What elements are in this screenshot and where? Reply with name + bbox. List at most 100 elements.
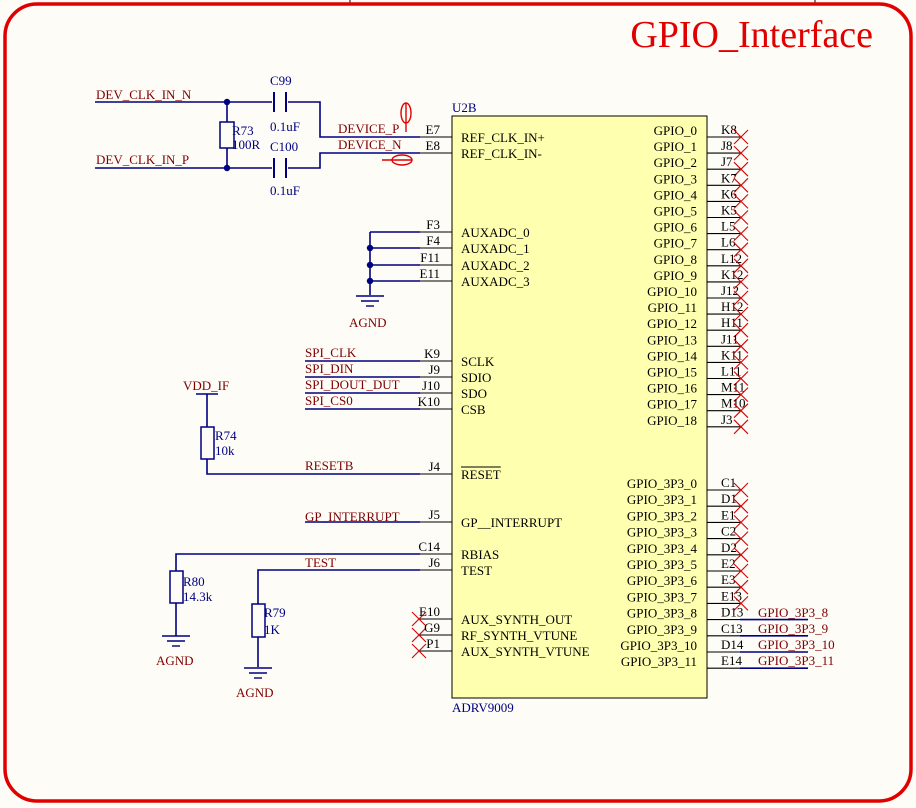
pin-name-ref-clk-in-: REF_CLK_IN+ — [461, 130, 545, 145]
no-connect-icon — [733, 177, 749, 193]
no-connect-icon — [733, 498, 749, 514]
pin-name-gpio-7: GPIO_7 — [654, 236, 698, 251]
no-connect-icon — [411, 627, 427, 643]
pin-name-gpio-3p3-5: GPIO_3P3_5 — [627, 557, 697, 572]
c100-value: 0.1uF — [270, 183, 300, 198]
rbias-test-network — [162, 553, 420, 679]
pin-name-aux-synth-vtune: AUX_SYNTH_VTUNE — [461, 644, 590, 659]
pin-name-gpio-12: GPIO_12 — [647, 316, 697, 331]
pin-name-gpio-3p3-6: GPIO_3P3_6 — [627, 573, 698, 588]
pin-number-c2: C2 — [721, 524, 736, 539]
no-connect-icon — [733, 355, 749, 370]
no-connect-icon — [733, 226, 749, 241]
pin-name-gpio-15: GPIO_15 — [647, 365, 697, 380]
pin-name-gpio-3p3-4: GPIO_3P3_4 — [627, 541, 698, 556]
net-label-gp-interrupt: GP_INTERRUPT — [305, 509, 400, 524]
c99-value: 0.1uF — [270, 119, 300, 134]
capacitor-c100 — [273, 158, 287, 178]
no-connect-icon — [733, 274, 749, 290]
clock-input-network — [95, 92, 420, 178]
net-label-spi-dout: SPI_DOUT_DUT — [305, 377, 400, 392]
ground-icon — [244, 667, 272, 679]
no-connect-icon — [733, 242, 749, 258]
pin-name-csb: CSB — [461, 402, 486, 417]
r80-ref: R80 — [183, 574, 205, 589]
pin-number-h11: H11 — [721, 315, 743, 330]
agnd-label: AGND — [236, 685, 274, 700]
pin-name-gpio-6: GPIO_6 — [654, 220, 698, 235]
pin-number-p1: P1 — [426, 636, 440, 651]
no-connect-icon — [733, 419, 749, 435]
no-connect-icon — [733, 290, 749, 306]
pin-name-sdio: SDIO — [461, 370, 491, 385]
net-label-gpio-3p3-10: GPIO_3P3_10 — [758, 637, 835, 652]
c99-ref: C99 — [270, 73, 292, 88]
no-connect-icon — [733, 322, 749, 338]
net-label-spi-clk: SPI_CLK — [305, 345, 357, 360]
pin-name-reset: RESET — [461, 467, 501, 482]
pin-number-e14: E14 — [721, 653, 742, 668]
no-connect-icon — [733, 596, 749, 611]
pin-number-k12: K12 — [721, 267, 743, 282]
no-connect-icon — [411, 611, 427, 627]
pin-number-e10: E10 — [419, 604, 440, 619]
net-label-vdd-if: VDD_IF — [183, 378, 229, 393]
no-connect-icon — [733, 306, 749, 322]
pin-number-j7: J7 — [721, 154, 733, 169]
pin-number-e8: E8 — [426, 138, 440, 153]
chip-designator: U2B — [452, 100, 477, 115]
ground-icon — [162, 635, 190, 647]
pin-number-k10: K10 — [418, 394, 440, 409]
sheet-border — [3, 2, 913, 803]
pin-name-auxadc-3: AUXADC_3 — [461, 274, 530, 289]
pin-name-gpio-11: GPIO_11 — [648, 300, 697, 315]
no-connect-icon — [733, 210, 749, 225]
pin-number-f3: F3 — [426, 217, 440, 232]
pin-number-j6: J6 — [428, 555, 440, 570]
pin-name-gpio-2: GPIO_2 — [654, 155, 697, 170]
no-connect-icon — [733, 194, 749, 209]
net-label-gpio-3p3-9: GPIO_3P3_9 — [758, 621, 828, 636]
pin-number-j10: J10 — [422, 378, 440, 393]
reset-pullup-network — [196, 393, 420, 475]
net-label-dev-clk-in-n: DEV_CLK_IN_N — [96, 87, 192, 102]
pin-name-auxadc-1: AUXADC_1 — [461, 241, 530, 256]
r73-ref: R73 — [232, 123, 254, 138]
no-connect-icon — [733, 579, 749, 595]
pin-number-f11: F11 — [420, 250, 440, 265]
pin-name-auxadc-2: AUXADC_2 — [461, 258, 530, 273]
pin-name-gpio-3p3-9: GPIO_3P3_9 — [627, 622, 697, 637]
net-label-device-p: DEVICE_P — [338, 121, 399, 136]
net-label-test: TEST — [305, 555, 336, 570]
pin-number-c13: C13 — [721, 621, 743, 636]
pin-name-sdo: SDO — [461, 386, 487, 401]
pin-name-gpio-10: GPIO_10 — [647, 284, 697, 299]
pin-name-ref-clk-in-: REF_CLK_IN- — [461, 146, 542, 161]
pin-number-k7: K7 — [721, 170, 737, 185]
pin-number-j8: J8 — [721, 138, 733, 153]
pin-name-gpio-13: GPIO_13 — [647, 332, 697, 347]
net-label-spi-cs0: SPI_CS0 — [305, 393, 353, 408]
pin-name-gp-interrupt: GP__INTERRUPT — [461, 515, 562, 530]
pin-name-gpio-3p3-1: GPIO_3P3_1 — [627, 492, 697, 507]
no-connect-icon — [733, 563, 749, 579]
pin-name-gpio-0: GPIO_0 — [654, 123, 697, 138]
net-label-resetb: RESETB — [305, 458, 354, 473]
pin-name-gpio-5: GPIO_5 — [654, 204, 697, 219]
ground-icon — [356, 295, 384, 307]
pin-number-l11: L11 — [721, 364, 741, 379]
no-connect-icon — [733, 387, 749, 402]
c100-ref: C100 — [270, 139, 298, 154]
pin-number-e1: E1 — [721, 507, 735, 522]
capacitor-c99 — [273, 92, 287, 112]
pin-number-j11: J11 — [721, 331, 739, 346]
agnd-label: AGND — [156, 653, 194, 668]
pin-name-gpio-14: GPIO_14 — [647, 348, 697, 363]
resistor-r73 — [219, 121, 235, 149]
pin-name-gpio-18: GPIO_18 — [647, 413, 697, 428]
no-connect-icon — [733, 515, 749, 530]
pin-name-gpio-4: GPIO_4 — [654, 187, 698, 202]
no-connect-icon — [733, 547, 749, 563]
pin-name-gpio-3p3-7: GPIO_3P3_7 — [627, 589, 698, 604]
